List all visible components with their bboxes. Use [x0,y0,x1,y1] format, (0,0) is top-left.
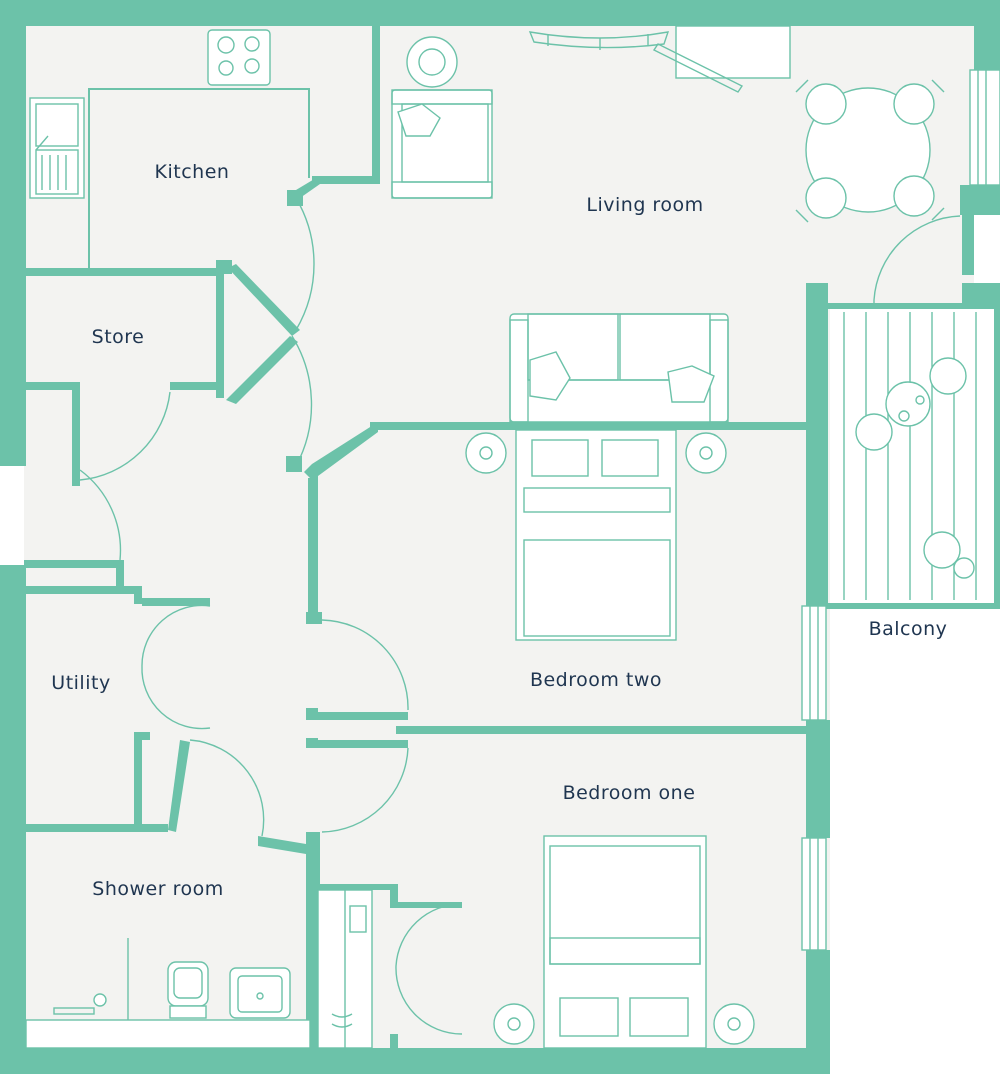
cushion-icon [529,351,715,403]
double-bed-icon [543,835,707,1049]
shower-icon [25,938,311,1049]
double-bed-icon [515,429,677,641]
label-living-room: Living room [586,194,703,216]
dining-chair-icon [855,357,967,451]
window-icon [801,605,827,721]
sink-icon [29,97,85,199]
room-labels: Kitchen Living room Store Utility Bedroo… [51,161,947,900]
side-table-icon [406,36,458,88]
basin-icon [229,967,291,1019]
label-bedroom-two: Bedroom two [530,669,662,691]
balcony-decking [843,312,977,600]
label-kitchen: Kitchen [155,161,230,183]
door-swing-icon [79,197,961,1035]
dining-chair-icon [795,79,945,223]
desk-icon [528,25,791,93]
label-balcony: Balcony [869,618,948,640]
bedside-lamp-icon [465,432,727,474]
bistro-table-icon [885,381,931,427]
window-icon [969,69,1000,186]
label-bedroom-one: Bedroom one [563,782,696,804]
wardrobe-icon [317,889,373,1049]
window-icon [801,837,827,951]
toilet-icon [167,961,209,1019]
armchair-icon [391,89,493,199]
label-utility: Utility [51,672,110,694]
bedside-lamp-icon [493,1003,755,1045]
plant-icon [923,531,975,579]
label-store: Store [92,326,145,348]
label-shower-room: Shower room [92,878,223,900]
hob-icon [207,29,271,86]
